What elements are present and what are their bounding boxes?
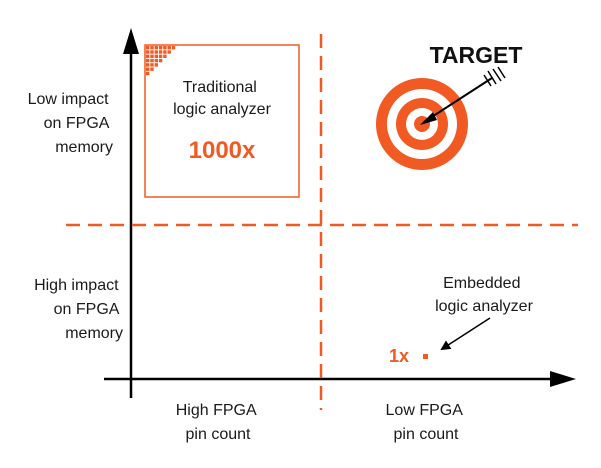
- y-axis-arrowhead: [123, 28, 139, 54]
- target-label: TARGET: [430, 42, 523, 68]
- embedded-memory-block: [423, 354, 428, 359]
- memory-grid-cell: [158, 58, 163, 63]
- memory-grid-cell: [158, 50, 163, 54]
- memory-grid-cell: [154, 54, 158, 58]
- memory-grid-cell: [167, 50, 171, 54]
- x-label-left-line-2: pin count: [186, 426, 251, 443]
- memory-grid-cell: [146, 67, 150, 71]
- memory-grid-cell: [146, 71, 150, 76]
- memory-grid-cell: [167, 46, 171, 50]
- memory-grid-cell: [150, 54, 154, 58]
- svg-text:Low impact on FPGA mem: Low impact on FPGA memory: [28, 91, 113, 156]
- memory-grid-cell: [146, 63, 150, 67]
- svg-text:High FPGA pin count: High FPGA pin count: [176, 402, 260, 443]
- memory-grid-cell: [150, 67, 154, 71]
- memory-grid-cell: [154, 63, 158, 67]
- embedded-factor: 1x: [389, 346, 409, 366]
- memory-grid-cell: [146, 54, 150, 58]
- y-label-bottom-line-2: on FPGA: [54, 301, 120, 318]
- y-label-top-line-1: Low impact: [28, 91, 109, 108]
- x-label-right-line-1: Low FPGA: [386, 402, 464, 419]
- y-label-top-line-3: memory: [55, 139, 113, 156]
- memory-grid-cell: [146, 46, 150, 50]
- x-label-left-line-1: High FPGA: [176, 402, 257, 419]
- traditional-label-line-1: Traditional: [183, 79, 257, 96]
- memory-grid-cell: [154, 58, 158, 63]
- memory-grid-cell: [158, 54, 163, 58]
- memory-grid-cell: [150, 63, 154, 67]
- svg-text:Embedded logic analyzer: Embedded logic analyzer: [435, 275, 534, 315]
- memory-grid-cell: [154, 50, 158, 54]
- x-label-right-line-2: pin count: [394, 426, 459, 443]
- svg-text:High impact on FPGA me: High impact on FPGA memory: [34, 277, 123, 342]
- memory-grid-cell: [150, 50, 154, 54]
- y-label-bottom-line-1: High impact: [34, 277, 119, 294]
- traditional-factor: 1000x: [189, 137, 256, 164]
- traditional-box: [144, 44, 300, 198]
- memory-grid-cell: [146, 50, 150, 54]
- memory-grid-cell: [163, 54, 167, 58]
- memory-grid-cell: [150, 58, 154, 63]
- traditional-label-line-2: logic analyzer: [173, 101, 272, 118]
- y-label-top-line-2: on FPGA: [44, 115, 110, 132]
- embedded-label-line-1: Embedded: [443, 275, 520, 292]
- memory-grid-icon: [146, 46, 176, 76]
- embedded-pointer-arrow: [440, 317, 491, 351]
- memory-grid-cell: [146, 58, 150, 63]
- svg-text:Low FPGA pin count: Low FPGA pin count: [386, 402, 467, 443]
- arrow-icon: [420, 66, 506, 125]
- memory-grid-cell: [171, 46, 176, 50]
- svg-text:Traditional logic analyzer: Traditional logic analyzer: [173, 79, 272, 118]
- memory-grid-cell: [154, 46, 158, 50]
- y-label-bottom-line-3: memory: [65, 325, 123, 342]
- x-axis-arrowhead: [550, 371, 576, 387]
- embedded-label-line-2: logic analyzer: [435, 298, 534, 315]
- memory-grid-cell: [150, 46, 154, 50]
- memory-grid-cell: [163, 46, 167, 50]
- memory-grid-cell: [158, 46, 163, 50]
- memory-grid-cell: [163, 50, 167, 54]
